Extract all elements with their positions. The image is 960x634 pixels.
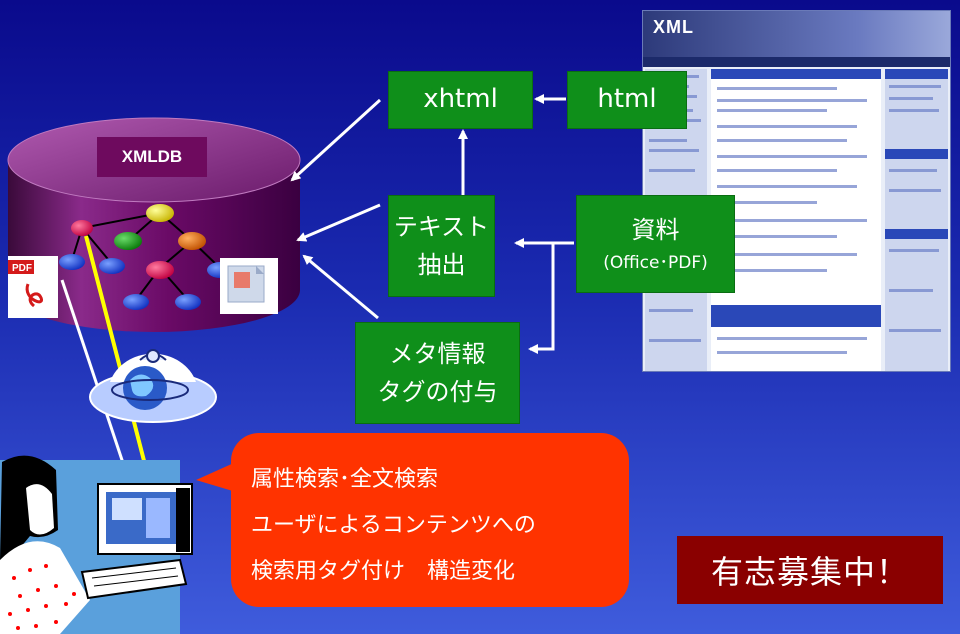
callout-line-3: 検索用タグ付け 構造変化 <box>251 559 516 584</box>
office-file-icon <box>220 258 278 314</box>
tree-node <box>178 232 206 250</box>
flow-arrows <box>290 94 574 354</box>
xhtml-label: xhtml <box>423 84 498 115</box>
search-features-callout: 属性検索･全文検索 ユーザによるコンテンツへの 検索用タグ付け 構造変化 <box>231 433 629 607</box>
tree-node <box>59 254 85 270</box>
website-screenshot-thumbnail: XML <box>642 10 951 372</box>
screenshot-main-column <box>711 69 881 371</box>
tree-node <box>146 261 174 279</box>
xmldb-label: XMLDB <box>97 137 207 177</box>
text-extraction-label-line1: テキスト <box>393 212 490 241</box>
xhtml-box: xhtml <box>388 71 533 129</box>
metadata-label-line2: タグの付与 <box>377 378 498 406</box>
volunteers-wanted-banner: 有志募集中！ <box>677 536 943 604</box>
network-globe-icon <box>89 349 217 423</box>
tree-node <box>114 232 142 250</box>
callout-line-2: ユーザによるコンテンツへの <box>251 513 536 538</box>
html-box: html <box>567 71 687 129</box>
tree-node <box>123 294 149 310</box>
screenshot-logo: XML <box>653 17 694 37</box>
pdf-file-icon: PDF <box>8 256 58 318</box>
tree-node <box>175 294 201 310</box>
documents-sublabel: (Office･PDF) <box>603 252 708 273</box>
callout-tail <box>196 462 236 492</box>
text-extraction-label-line2: 抽出 <box>417 251 466 279</box>
documents-box: 資料 (Office･PDF) <box>576 195 735 293</box>
user-at-computer-illustration <box>0 455 193 634</box>
tree-node <box>146 204 174 222</box>
screenshot-nav-bar <box>643 57 950 67</box>
pdf-icon-text: PDF <box>12 263 32 274</box>
documents-label: 資料 <box>631 216 680 245</box>
html-label: html <box>597 84 657 115</box>
callout-line-1: 属性検索･全文検索 <box>251 467 439 492</box>
metadata-tagging-box: メタ情報 タグの付与 <box>355 322 520 424</box>
metadata-label-line1: メタ情報 <box>389 339 486 368</box>
tree-node <box>71 220 93 236</box>
screenshot-right-column <box>885 69 948 371</box>
text-extraction-box: テキスト 抽出 <box>388 195 495 297</box>
screenshot-header: XML <box>643 11 950 57</box>
access-lines <box>60 235 152 485</box>
volunteers-wanted-label: 有志募集中！ <box>710 553 909 591</box>
tree-node <box>99 258 125 274</box>
